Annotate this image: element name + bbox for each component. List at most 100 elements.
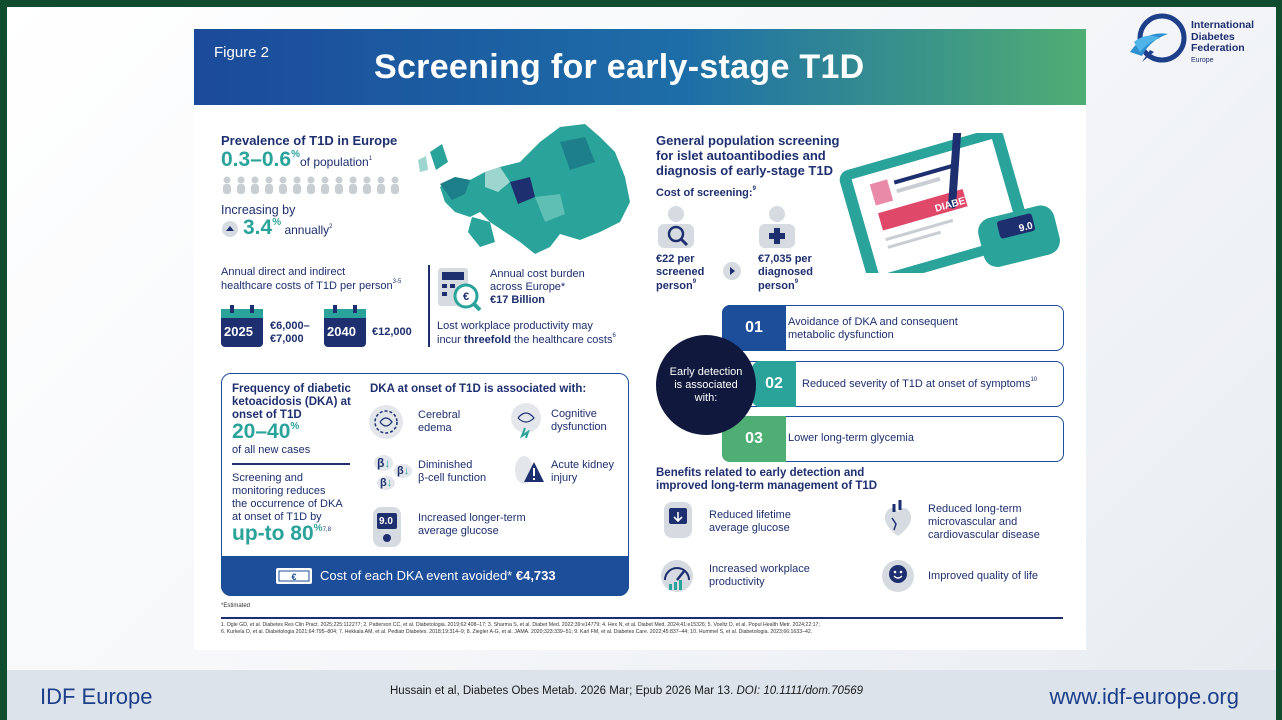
- dka-freq-1: Frequency of diabetic: [232, 383, 351, 395]
- assoc-5-line2: average glucose: [418, 525, 499, 537]
- benefit-03-text: Lower long-term glycemia: [788, 432, 914, 444]
- diagnosed-cost-1: €7,035 per: [758, 253, 812, 265]
- cost-divider: [428, 265, 430, 347]
- kidney-warning-icon: [515, 456, 544, 484]
- benefit-glucose-2: average glucose: [709, 522, 790, 534]
- window-frame-top: [0, 0, 1282, 7]
- reference-divider: [221, 617, 1063, 619]
- dka-screen-1: Screening and: [232, 472, 303, 484]
- benefit-02-text: Reduced severity of T1D at onset of symp…: [802, 377, 1038, 390]
- annual-costs-label-1: Annual direct and indirect: [221, 266, 346, 278]
- calendar-2040-icon: [324, 305, 366, 347]
- calendar-2025-year: 2025: [224, 324, 253, 339]
- footer-citation: Hussain et al, Diabetes Obes Metab. 2026…: [390, 685, 864, 697]
- assoc-3-line2: β-cell function: [418, 472, 487, 484]
- dka-screen-3: the occurrence of DKA: [232, 498, 343, 510]
- banknote-icon: €: [276, 568, 312, 584]
- svg-text:€: €: [463, 291, 469, 303]
- glucose-monitor-icon: [664, 502, 692, 538]
- assoc-4-line2: injury: [551, 472, 578, 484]
- diagnosed-person-icon: [759, 206, 795, 248]
- population-people-icon: [223, 176, 399, 194]
- benefit-01-line2: metabolic dysfunction: [788, 329, 894, 341]
- brain-icon: [369, 405, 403, 439]
- diagnosed-cost-2: diagnosed: [758, 266, 814, 278]
- screening-heading-3: diagnosis of early-stage T1D: [656, 163, 833, 178]
- beta-cell-icon-2: β↓: [394, 464, 413, 478]
- dka-freq-3: onset of T1D: [232, 409, 302, 421]
- dka-divider: [232, 463, 350, 465]
- screening-heading-2: for islet autoantibodies and: [656, 148, 826, 163]
- assoc-5-line1: Increased longer-term: [418, 512, 526, 524]
- poster-title: Screening for early-stage T1D: [374, 48, 865, 86]
- beta-cell-icon: β↓: [374, 455, 394, 471]
- benefit-productivity-1: Increased workplace: [709, 563, 810, 575]
- dka-all-new: of all new cases: [232, 444, 311, 456]
- screened-person-icon: [658, 206, 694, 248]
- idf-logo-text: International Diabetes Federation Europe: [1191, 19, 1255, 64]
- up-arrow-icon: [222, 221, 238, 237]
- figure-label: Figure 2: [214, 44, 270, 61]
- screening-heading-1: General population screening: [656, 133, 840, 148]
- assoc-1-line2: edema: [418, 422, 452, 434]
- benefit-cardio-1: Reduced long-term: [928, 503, 1022, 515]
- europe-map-icon: [418, 124, 630, 254]
- benefit-glucose-1: Reduced lifetime: [709, 509, 791, 521]
- cognitive-brain-icon: [511, 403, 541, 438]
- prevalence-value: 0.3–0.6%of population1: [221, 148, 373, 171]
- lost-productivity-1: Lost workplace productivity may: [437, 320, 593, 332]
- idf-logo-icon: [1130, 13, 1187, 63]
- benefits-heading-1: Benefits related to early detection and: [656, 467, 865, 479]
- burden-value: €17 Billion: [490, 294, 546, 306]
- cost-2025-line2: €7,000: [270, 333, 304, 345]
- glucose-meter-icon: [373, 507, 401, 547]
- cost-2025-line1: €6,000–: [270, 320, 310, 332]
- assoc-2-line2: dysfunction: [551, 421, 607, 433]
- pill-number-02: 02: [752, 361, 796, 407]
- diagnosed-cost-3: person9: [758, 279, 799, 292]
- benefit-01-line1: Avoidance of DKA and consequent: [788, 316, 958, 328]
- glucose-meter-reading: 9.0: [379, 516, 393, 527]
- benefit-quality-of-life: Improved quality of life: [928, 570, 1039, 582]
- assoc-3-line1: Diminished: [418, 459, 473, 471]
- calendar-2040-year: 2040: [327, 324, 356, 339]
- title-banner: [194, 29, 1086, 105]
- calendar-2025-icon: [221, 305, 263, 347]
- cost-calculator-icon: €: [438, 268, 482, 312]
- slide-footer-bar: [7, 670, 1276, 720]
- benefit-cardio-3: cardiovascular disease: [928, 529, 1040, 541]
- dka-cost-line: Cost of each DKA event avoided* €4,733: [320, 568, 556, 583]
- prevalence-heading: Prevalence of T1D in Europe: [221, 133, 398, 148]
- benefit-productivity-2: productivity: [709, 576, 765, 588]
- footer-organization: IDF Europe: [40, 684, 153, 709]
- window-frame-right: [1276, 0, 1282, 720]
- increasing-label: Increasing by: [221, 203, 296, 217]
- screened-cost-2: screened: [656, 266, 705, 278]
- smiley-face-icon: [882, 560, 914, 592]
- dka-reduction-value: up-to 80%7,8: [232, 522, 331, 545]
- lost-productivity-2: incur threefold the healthcare costs6: [437, 333, 616, 346]
- burden-label-1: Annual cost burden: [490, 268, 585, 280]
- beta-cell-icon-3: β↓: [377, 476, 396, 490]
- footer-website-link[interactable]: www.idf-europe.org: [1049, 684, 1239, 709]
- benefit-cardio-2: microvascular and: [928, 516, 1018, 528]
- dka-freq-value: 20–40%: [232, 420, 300, 443]
- annual-costs-label-2: healthcare costs of T1D per person3-5: [221, 279, 402, 292]
- estimated-note: *Estimated: [221, 603, 251, 609]
- arrow-right-icon: [723, 262, 741, 280]
- cost-of-screening: Cost of screening:9: [656, 186, 756, 199]
- heart-icon: [884, 500, 912, 536]
- assoc-1-line1: Cerebral: [418, 409, 461, 421]
- dka-assoc-heading: DKA at onset of T1D is associated with:: [370, 383, 587, 395]
- dka-freq-2: ketoacidosis (DKA) at: [232, 396, 351, 408]
- diabetes-clipboard-icon: [839, 133, 1060, 273]
- screened-cost-3: person9: [656, 279, 697, 292]
- assoc-4-line1: Acute kidney: [551, 459, 614, 471]
- window-frame-left: [0, 0, 7, 720]
- dka-screen-4: at onset of T1D by: [232, 511, 322, 523]
- productivity-gauge-icon: [661, 560, 693, 592]
- assoc-2-line1: Cognitive: [551, 408, 597, 420]
- references-text: 1. Ogle GD, et al. Diabetes Res Clin Pra…: [221, 622, 820, 635]
- burden-label-2: across Europe*: [490, 281, 566, 293]
